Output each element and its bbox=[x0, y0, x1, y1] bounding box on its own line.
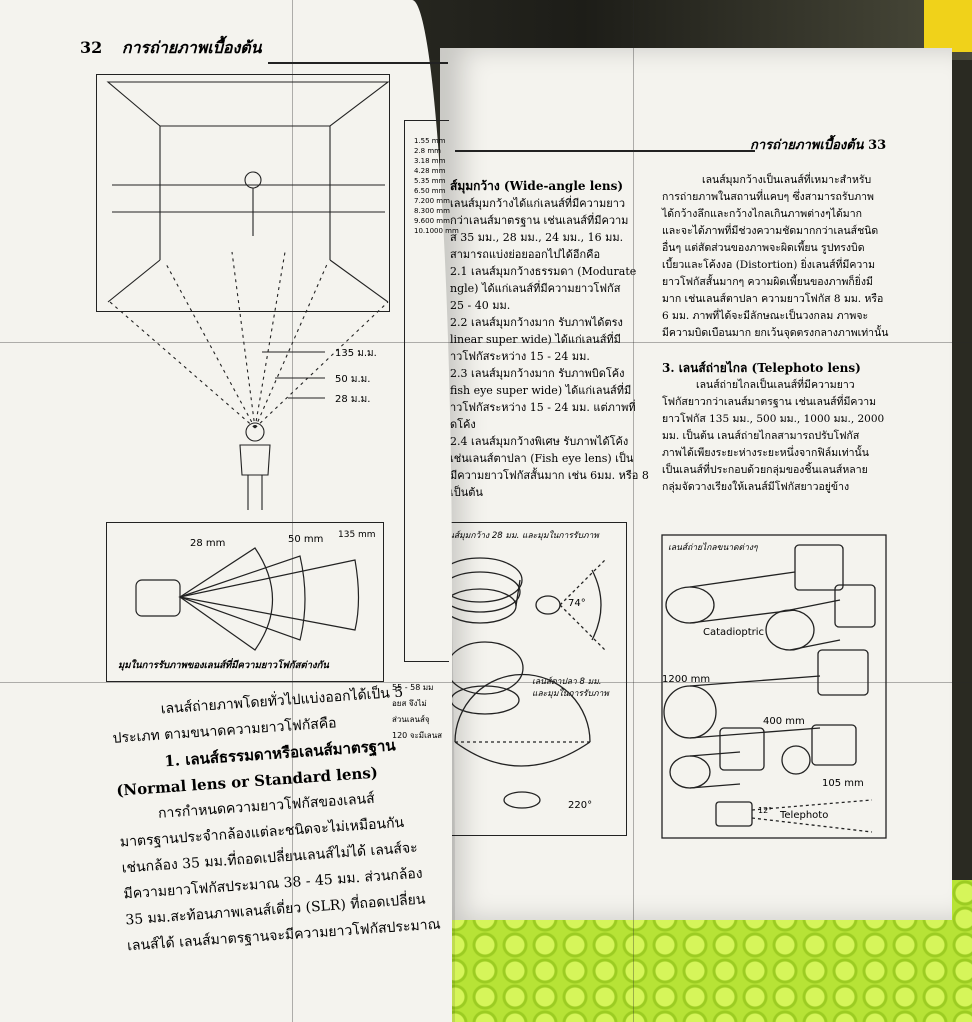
room-drawing bbox=[106, 81, 390, 510]
section3-line: มม. เป็นต้น เลนส์ถ่ายไกลสามารถปรับโฟกัส bbox=[662, 430, 860, 442]
lens-list-item: 4.28 mm bbox=[414, 167, 446, 175]
right-col1-text: ส์มุมกว้าง (Wide-angle lens) เลนส์มุมกว้… bbox=[450, 178, 649, 501]
tele-label-catadioptric: Catadioptric bbox=[703, 627, 765, 638]
guide-line-h1 bbox=[0, 342, 972, 343]
col1-line: เป็นต้น bbox=[450, 486, 483, 499]
tele-label-12deg: 12° bbox=[758, 806, 773, 815]
margin-snippets: 55 - 58 มม อยส จึงไม่ ส่วนเลนส์จุ 120 จะ… bbox=[392, 680, 442, 744]
right-col2-text: เลนส์มุมกว้างเป็นเลนส์ที่เหมาะสำหรับ การ… bbox=[662, 172, 888, 496]
angle-drawing bbox=[135, 547, 360, 651]
right-header-rule bbox=[455, 150, 755, 152]
focal-label-135: 135 ม.ม. bbox=[335, 348, 377, 359]
col1-line: มีความยาวโฟกัสสั้นมาก เช่น 6มม. หรือ 8 bbox=[450, 469, 649, 482]
col2-line: อื่นๆ แต่สัดส่วนของภาพจะผิดเพี้ยน รูปทรง… bbox=[662, 242, 865, 254]
col1-line: าวโฟกัสระหว่าง 15 - 24 มม. แต่ภาพที่ bbox=[450, 401, 636, 414]
right-page-number: 33 bbox=[868, 138, 887, 153]
right-page bbox=[440, 48, 952, 920]
lens-list-item: 2.8 mm bbox=[414, 147, 441, 155]
col2-line: การถ่ายภาพในสถานที่แคบๆ ซึ่งสามารถรับภาพ bbox=[662, 191, 874, 203]
section3-line: โฟกัสยาวกว่าเลนส์มาตรฐาน เช่นเลนส์ที่มีค… bbox=[662, 396, 877, 408]
col2-line: เบี้ยวและโค้งงอ (Distortion) ยิ่งเลนส์ที… bbox=[662, 259, 876, 271]
left-body-text: เลนส์ถ่ายภาพโดยทั่วไปแบ่งออกได้เป็น 5 ปร… bbox=[110, 678, 441, 959]
margin-snippet: อยส จึงไม่ bbox=[392, 699, 427, 708]
col2-line: ยาวโฟกัสสั้นมากๆ ความผิดเพี้ยนของภาพก็ยิ… bbox=[662, 276, 873, 288]
lens-list-box bbox=[404, 120, 449, 662]
focal-label-28: 28 ม.ม. bbox=[335, 394, 371, 405]
tele-label-400: 400 mm bbox=[763, 716, 805, 727]
lens-list: 1.55 mm 2.8 mm 3.18 mm 4.28 mm 5.35 mm 6… bbox=[414, 136, 459, 236]
wide-angle-caption: เลนส์มุมกว้าง 28 มม. และมุมในการรับภาพ bbox=[440, 531, 599, 541]
col1-line: ส 35 มม., 28 มม., 24 มม., 16 มม. bbox=[450, 231, 624, 244]
lens-list-item: 7.200 mm bbox=[414, 197, 450, 205]
col1-line: เช่นเลนส์ตาปลา (Fish eye lens) เป็น bbox=[450, 452, 634, 465]
focal-label-50: 50 ม.ม. bbox=[335, 374, 371, 385]
col2-line: เลนส์มุมกว้างเป็นเลนส์ที่เหมาะสำหรับ bbox=[702, 174, 872, 186]
tele-label-telephoto: Telephoto bbox=[780, 810, 829, 821]
col1-line: 25 - 40 มม. bbox=[450, 299, 511, 312]
col1-line: กว่าเลนส์มาตรฐาน เช่นเลนส์ที่มีความ bbox=[450, 214, 629, 227]
left-page-number: 32 bbox=[80, 38, 103, 57]
fisheye-lens-drawing bbox=[446, 641, 591, 809]
lens-list-item: 3.18 mm bbox=[414, 157, 446, 165]
left-header-title: การถ่ายภาพเบื้องต้น bbox=[121, 38, 262, 57]
col2-line: ได้กว้างลึกและกว้างไกลเกินภาพต่างๆได้มาก bbox=[662, 208, 862, 220]
fisheye-caption-line: เลนส์ตาปลา 8 มม. bbox=[532, 677, 602, 687]
lens-figure-box bbox=[436, 522, 627, 836]
col1-line: fish eye super wide) ได้แก่เลนส์ที่มี bbox=[450, 384, 632, 397]
left-header: 32 การถ่ายภาพเบื้องต้น bbox=[80, 36, 262, 61]
col1-line: 2.2 เลนส์มุมกว้างมาก รับภาพได้ตรง bbox=[450, 316, 623, 329]
lens-list-item: 5.35 mm bbox=[414, 177, 446, 185]
angle-label-135: 135 mm bbox=[338, 530, 376, 540]
col2-line: มีความบิดเบือนมาก ยกเว้นจุดตรงกลางภาพเท่… bbox=[662, 327, 889, 339]
yellow-object bbox=[924, 0, 972, 52]
telephoto-caption: เลนส์ถ่ายไกลขนาดต่างๆ bbox=[668, 543, 758, 553]
col1-line: เลนส์มุมกว้างได้แก่เลนส์ที่มีความยาว bbox=[450, 197, 626, 210]
col2-line: และจะได้ภาพที่มีช่วงความชัดมากกว่าเลนส์ช… bbox=[662, 225, 879, 237]
section3-line: เป็นเลนส์ที่ประกอบด้วยกลุ่มของชิ้นเลนส์ห… bbox=[662, 464, 868, 476]
angle-diagram-box bbox=[106, 522, 384, 682]
margin-snippet: ส่วนเลนส์จุ bbox=[392, 715, 430, 724]
section3-line: เลนส์ถ่ายไกลเป็นเลนส์ที่มีความยาว bbox=[696, 379, 855, 391]
angle-label-28: 28 mm bbox=[190, 538, 226, 549]
wide-angle-heading: ส์มุมกว้าง (Wide-angle lens) bbox=[450, 179, 624, 193]
lens-list-item: 1.55 mm bbox=[414, 137, 446, 145]
col1-line: linear super wide) ได้แก่เลนส์ที่มี bbox=[450, 333, 621, 346]
room-diagram-box bbox=[96, 74, 390, 312]
margin-snippet: 55 - 58 มม bbox=[392, 683, 434, 692]
margin-snippet: 120 จะมีเลนส bbox=[392, 731, 443, 740]
right-header-title: การถ่ายภาพเบื้องต้น bbox=[750, 138, 864, 153]
right-header: การถ่ายภาพเบื้องต้น 33 bbox=[750, 134, 886, 155]
col1-line: 2.4 เลนส์มุมกว้างพิเศษ รับภาพได้โค้ง bbox=[450, 435, 629, 448]
angle-74-label: 74° bbox=[568, 598, 586, 609]
left-header-rule bbox=[268, 62, 448, 64]
col1-line: ngle) ได้แก่เลนส์ที่มีความยาวโฟกัส bbox=[450, 282, 621, 295]
col1-line: 2.1 เลนส์มุมกว้างธรรมดา (Modurate bbox=[450, 265, 637, 278]
guide-line-v2 bbox=[633, 0, 634, 1022]
col1-line: สามารถแบ่งย่อยออกไปได้อีกคือ bbox=[450, 248, 601, 261]
tele-label-105: 105 mm bbox=[822, 778, 864, 789]
lens-list-item: 9.600 mm bbox=[414, 217, 450, 225]
angle-diagram-caption: มุมในการรับภาพของเลนส์ที่มีความยาวโฟกัสต… bbox=[118, 660, 329, 671]
section3-line: กลุ่มจัดวางเรียงให้เลนส์มีโฟกัสยาวอยู่ข้… bbox=[662, 481, 850, 493]
tele-label-1200: 1200 mm bbox=[662, 674, 711, 685]
col1-line: 2.3 เลนส์มุมกว้างมาก รับภาพบิดโค้ง bbox=[450, 367, 625, 380]
section3-line: ยาวโฟกัส 135 มม., 500 มม., 1000 มม., 200… bbox=[662, 413, 885, 425]
col1-line: าวโฟกัสระหว่าง 15 - 24 มม. bbox=[450, 350, 590, 363]
guide-line-h2 bbox=[0, 682, 972, 683]
angle-220-label: 220° bbox=[568, 800, 593, 811]
guide-line-v1 bbox=[292, 0, 293, 1022]
telephoto-drawings bbox=[661, 534, 887, 839]
lens-list-item: 6.50 mm bbox=[414, 187, 446, 195]
col2-line: 6 มม. ภาพที่ได้จะมีลักษณะเป็นวงกลม ภาพจะ bbox=[662, 310, 869, 322]
col1-line: ดโค้ง bbox=[450, 418, 476, 431]
left-page-paper bbox=[0, 0, 452, 1022]
lens-list-item: 8.300 mm bbox=[414, 207, 450, 215]
angle-label-50: 50 mm bbox=[288, 534, 324, 545]
col2-line: มาก เช่นเลนส์ตาปลา ความยาวโฟกัส 8 มม. หร… bbox=[662, 293, 884, 305]
section3-line: ภาพได้เพียงระยะห่างระยะหนึ่งจากฟิล์มเท่า… bbox=[662, 447, 869, 459]
telephoto-heading: 3. เลนส์ถ่ายไกล (Telephoto lens) bbox=[662, 361, 861, 375]
lens-list-item: 10.1000 mm bbox=[414, 227, 459, 235]
